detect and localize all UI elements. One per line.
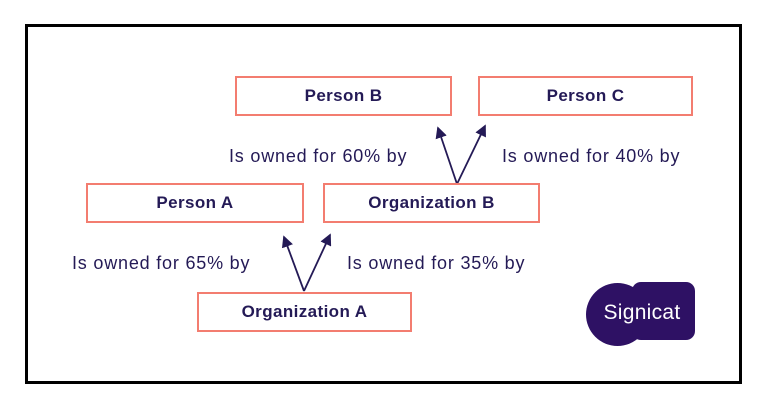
node-person-b: Person B: [235, 76, 452, 116]
node-person-a: Person A: [86, 183, 304, 223]
edge-label-owned-65: Is owned for 65% by: [72, 253, 251, 273]
edge-label-owned-60: Is owned for 60% by: [229, 146, 408, 166]
logo-square-shape: [632, 282, 695, 340]
node-organization-a: Organization A: [197, 292, 412, 332]
node-organization-b: Organization B: [323, 183, 540, 223]
node-person-c: Person C: [478, 76, 693, 116]
signicat-logo: Signicat: [586, 282, 696, 347]
edge-label-owned-35: Is owned for 35% by: [347, 253, 526, 273]
edge-label-owned-40: Is owned for 40% by: [502, 146, 681, 166]
logo-wordmark: Signicat: [603, 301, 681, 324]
